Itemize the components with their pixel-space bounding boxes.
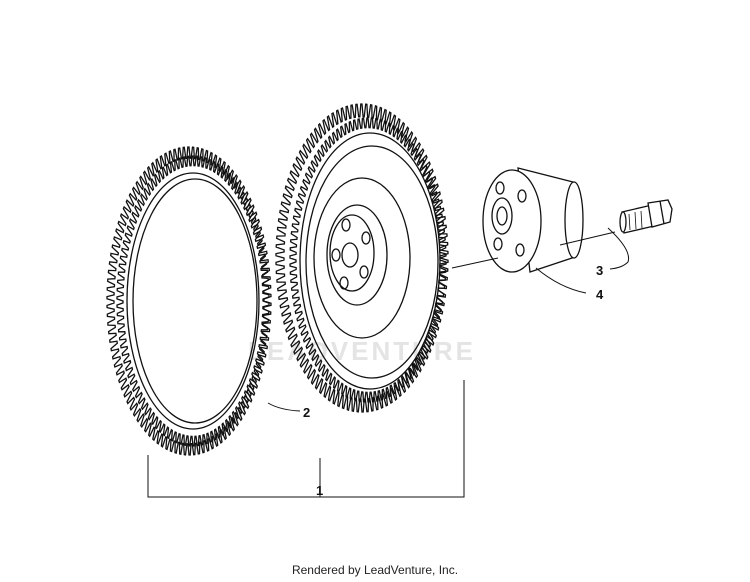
callout-2: 2 xyxy=(303,405,311,420)
ring-gear-bore xyxy=(132,178,258,424)
flywheel-adapter xyxy=(482,167,584,273)
callout-3: 3 xyxy=(596,263,604,278)
flywheel-bolt xyxy=(619,199,673,234)
ring-gear xyxy=(106,146,272,456)
flywheel-inner-teeth xyxy=(289,117,447,403)
ring-gear-outer-teeth xyxy=(106,146,272,456)
callout-1: 1 xyxy=(316,483,324,498)
leadventure-watermark: LEADVENTURE xyxy=(248,336,477,366)
ring-gear-inner-edge xyxy=(126,172,260,430)
leader-lines xyxy=(147,227,630,498)
ring-gear-inner-teeth xyxy=(116,155,270,447)
callout-4: 4 xyxy=(596,287,604,302)
footer-credit: Rendered by LeadVenture, Inc. xyxy=(291,563,459,577)
flywheel xyxy=(275,103,449,413)
axis-line xyxy=(451,231,616,269)
flywheel-hub xyxy=(305,145,439,379)
flywheel-rim xyxy=(299,132,441,390)
flywheel-outer-teeth xyxy=(275,103,449,413)
